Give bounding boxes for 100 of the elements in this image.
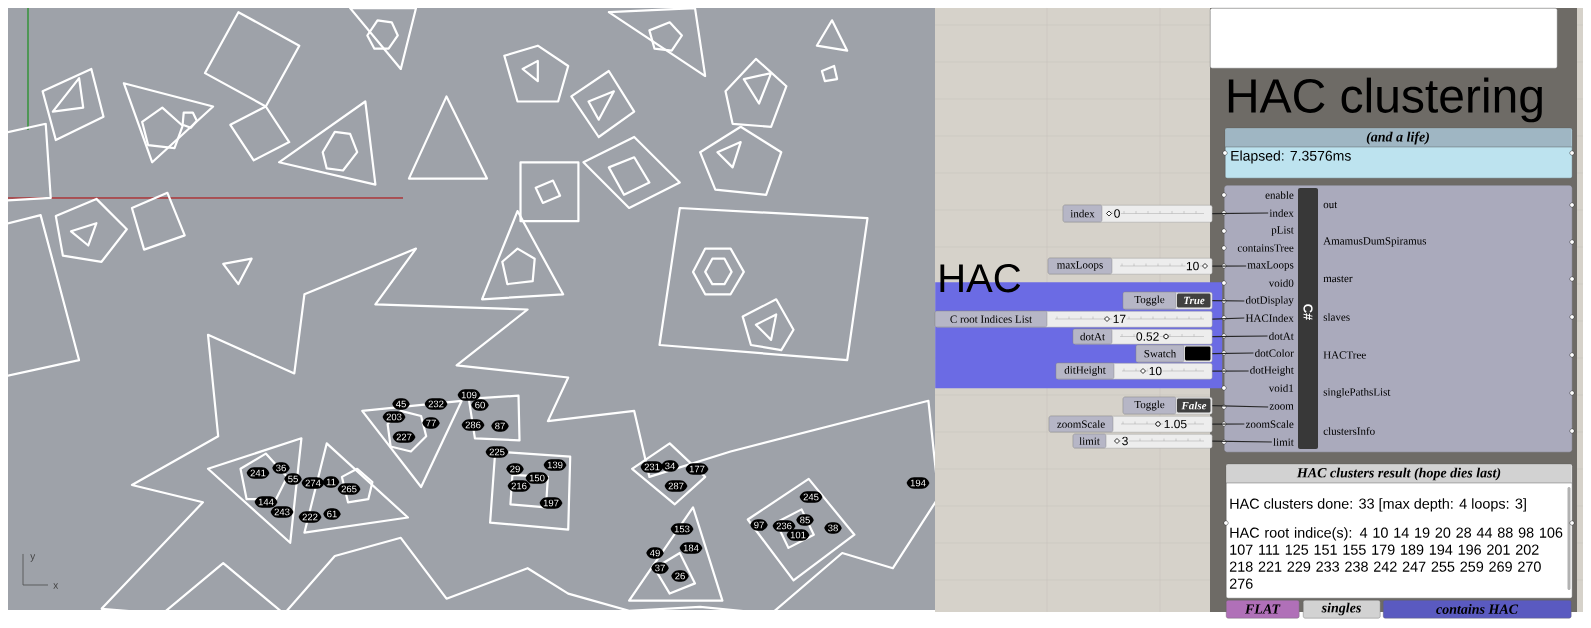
slider: [1047, 257, 1213, 275]
input-label: dotHeight: [1250, 366, 1294, 376]
panel-title: (and a life): [1366, 131, 1429, 145]
point-label: 241: [246, 467, 270, 479]
script-component: [1221, 185, 1575, 453]
point-label: 60: [471, 399, 489, 411]
point-label: 87: [491, 420, 509, 432]
value-list-button: FLAT: [1226, 600, 1300, 619]
slider: [1072, 433, 1213, 449]
slider-value: 3: [1121, 436, 1129, 446]
input-label: enable: [1265, 191, 1294, 199]
point-label: 36: [272, 462, 290, 474]
slider: [1072, 328, 1213, 345]
point-label: 109: [457, 389, 481, 401]
toggle-label: Toggle: [1134, 400, 1165, 411]
text-panel: [1210, 8, 1558, 69]
wire: [1211, 423, 1245, 425]
output-label: slaves: [1323, 313, 1350, 321]
point-label: 153: [670, 523, 694, 535]
point-label: 34: [661, 460, 679, 472]
output-label: clustersInfo: [1323, 427, 1375, 435]
point-label: 286: [461, 419, 485, 431]
point-label: 236: [772, 520, 796, 532]
input-label: maxLoops: [1247, 261, 1294, 271]
wire: [1211, 212, 1269, 215]
point-label: 287: [664, 480, 688, 492]
wire: [1211, 317, 1245, 320]
wire: [1211, 440, 1273, 443]
panel-title: HAC clusters result (hope dies last): [1296, 467, 1501, 481]
point-label: 45: [392, 398, 410, 410]
toggle: [1122, 396, 1213, 415]
point-label: 49: [646, 547, 664, 559]
point-label: 265: [337, 483, 361, 495]
slider-label: limit: [1079, 437, 1100, 445]
output-label: HACTree: [1323, 351, 1366, 359]
slider-value: 10: [1148, 366, 1163, 376]
input-label: zoomScale: [1245, 420, 1294, 428]
point-label: 55: [284, 473, 302, 485]
input-label: void1: [1268, 384, 1294, 392]
output-label: master: [1323, 275, 1353, 283]
slider-value: 0.52: [1135, 331, 1160, 342]
point-label: 225: [485, 446, 509, 458]
wire: [1211, 265, 1247, 267]
panel-text: HAC root indice(s): 4 10 14 19 20 28 44 88 98 106 107 111 125 151 155 179 189 194 196 201 202 218 221 229 233 238 242 247 255 259 269 270 276: [1229, 527, 1563, 589]
point-label: 243: [270, 506, 294, 518]
toggle: [1135, 344, 1213, 363]
input-label: dotDisplay: [1245, 296, 1294, 306]
wire: [1211, 405, 1269, 408]
input-label: void0: [1268, 279, 1294, 287]
result-panel: [1223, 464, 1575, 599]
point-label: 139: [543, 459, 567, 471]
input-label: dotAt: [1269, 332, 1294, 340]
component-label: C#: [1303, 304, 1313, 321]
toggle-label: Swatch: [1144, 349, 1177, 358]
canvas-title: HAC clustering: [1228, 77, 1542, 123]
slider-label: ditHeight: [1064, 366, 1106, 376]
output-label: AmamusDumSpiramus: [1323, 237, 1427, 247]
point-label: 38: [824, 522, 842, 534]
point-label: 274: [301, 477, 325, 489]
point-label: 85: [796, 514, 814, 526]
point-label: 11: [322, 476, 340, 488]
slider-label: C root Indices List: [950, 315, 1033, 323]
input-label: zoom: [1269, 404, 1294, 410]
point-label: 61: [323, 508, 341, 520]
point-label: 222: [298, 511, 322, 523]
point-label: 101: [786, 529, 810, 541]
wire: [1211, 370, 1250, 372]
output-label: out: [1323, 201, 1338, 209]
point-label: 26: [671, 570, 689, 582]
point-label: 177: [685, 463, 709, 475]
point-label: 97: [750, 519, 768, 531]
slider-label: dotAt: [1080, 332, 1105, 341]
input-label: pList: [1271, 226, 1294, 236]
toggle-label: Toggle: [1134, 295, 1165, 306]
slider-value: 10: [1185, 261, 1200, 271]
wire: [1211, 352, 1255, 355]
point-label: 216: [507, 480, 531, 492]
output-label: singlePathsList: [1323, 388, 1391, 398]
toggle-value: False: [1181, 401, 1207, 410]
point-label: 77: [422, 417, 440, 429]
slider-value: 0: [1113, 208, 1121, 219]
timer-panel: [1222, 128, 1575, 179]
slider-label: zoomScale: [1057, 420, 1105, 428]
point-label: 144: [254, 496, 278, 508]
slider-label: index: [1070, 209, 1095, 218]
point-label: 29: [506, 463, 524, 475]
input-label: index: [1269, 209, 1294, 217]
input-label: HACIndex: [1245, 314, 1294, 322]
toggle: [1122, 291, 1213, 310]
slider: [1055, 362, 1213, 380]
slider-value: 1.05: [1163, 419, 1188, 429]
input-label: limit: [1273, 438, 1294, 446]
point-label: 184: [679, 542, 703, 554]
point-label: 231: [640, 461, 664, 473]
slider: [1062, 204, 1213, 223]
axis-label: y: [30, 554, 36, 562]
point-label: 232: [424, 398, 448, 410]
value-list-button: singles: [1303, 600, 1381, 619]
point-label: 245: [799, 491, 823, 503]
point-label: 37: [651, 562, 669, 574]
